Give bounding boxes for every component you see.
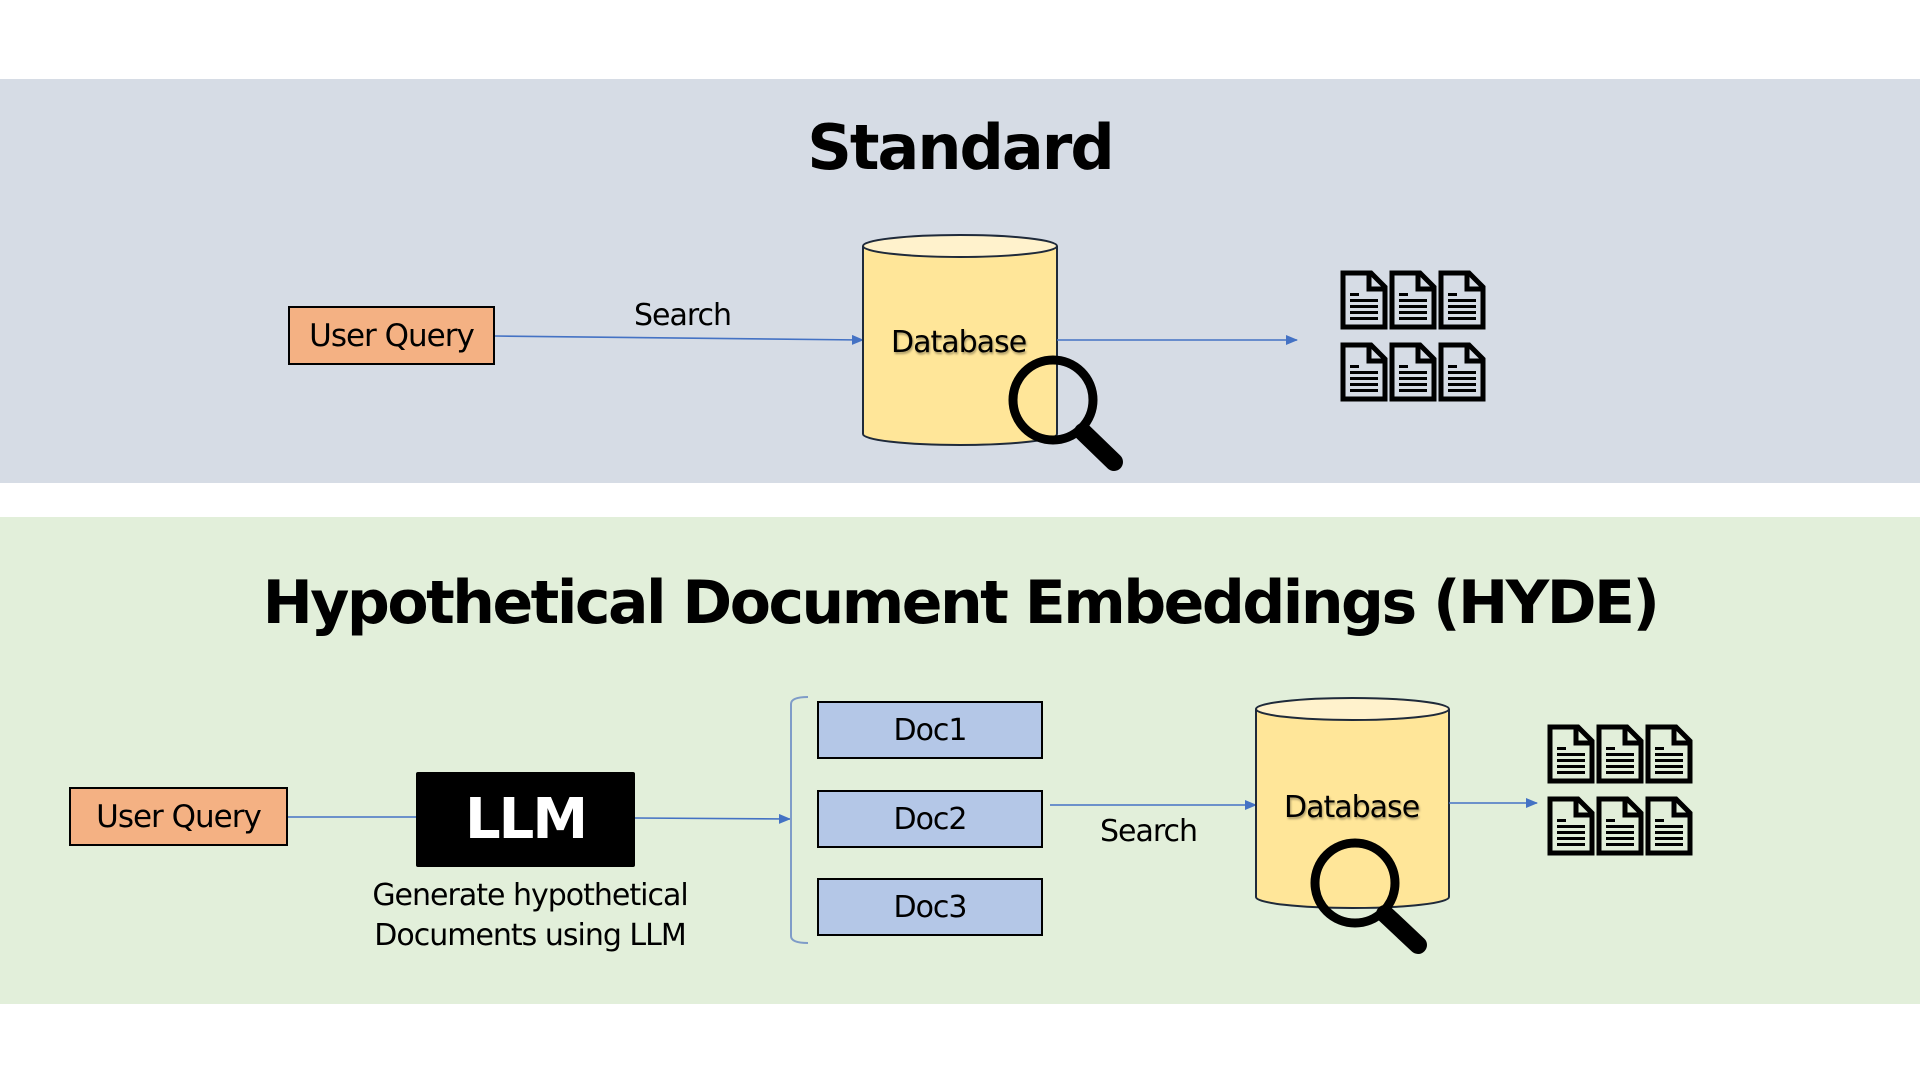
doc-box: Doc2 [817,790,1043,848]
magnifier-icon [1008,355,1123,471]
database-label: Database [1284,790,1420,825]
database-label: Database [891,325,1027,360]
magnifier-icon [1310,838,1427,954]
document-icon [1550,727,1592,781]
user-query-label: User Query [96,798,262,835]
document-icon [1343,273,1385,327]
database-cylinder [862,234,1058,446]
document-icon [1441,273,1483,327]
database-cylinder [1255,697,1450,909]
user-query-box: User Query [288,306,495,365]
doc-label: Doc1 [893,712,967,748]
doc-box: Doc3 [817,878,1043,936]
document-icon [1392,273,1434,327]
document-icon [1550,799,1592,853]
user-query-box: User Query [69,787,288,846]
document-icon [1648,727,1690,781]
document-icon [1599,727,1641,781]
llm-caption-line: Documents using LLM [374,918,686,953]
llm-to-docs-arrow [634,813,791,824]
search-arrow [494,334,864,345]
doc-label: Doc3 [893,889,967,925]
llm-caption-line: Generate hypothetical [372,878,688,913]
search-label: Search [634,298,732,333]
standard-title: Standard [807,111,1114,184]
llm-box: LLM [416,772,635,867]
doc-box: Doc1 [817,701,1043,759]
document-icon [1392,345,1434,399]
document-icon [1343,345,1385,399]
documents-icon [1343,273,1483,399]
user-query-label: User Query [309,317,475,354]
docs-bracket [790,696,809,944]
hyde-title: Hypothetical Document Embeddings (HYDE) [262,568,1660,638]
llm-label: LLM [464,787,588,852]
document-icon [1441,345,1483,399]
doc-label: Doc2 [893,801,967,837]
llm-caption: Generate hypothetical Documents using LL… [330,876,730,956]
documents-icon [1550,727,1690,853]
document-icon [1648,799,1690,853]
search-label: Search [1100,814,1198,849]
document-icon [1599,799,1641,853]
